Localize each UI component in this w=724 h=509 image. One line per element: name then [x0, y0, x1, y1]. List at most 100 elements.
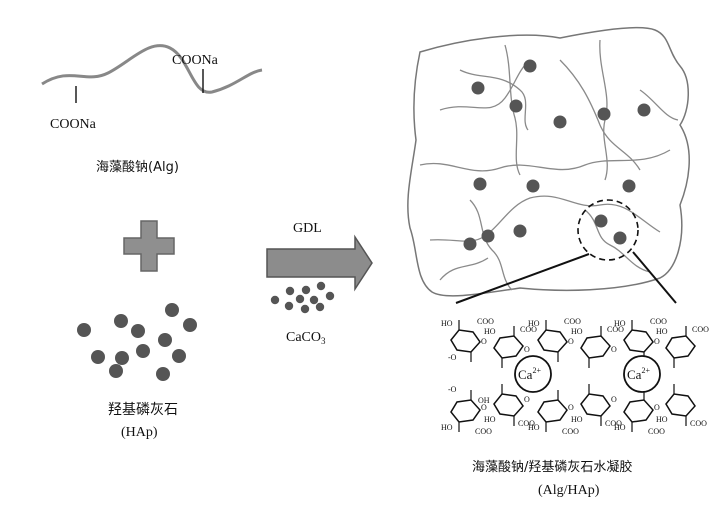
- reaction-arrow-icon: [266, 234, 373, 292]
- zoom-line-left: [455, 253, 590, 304]
- structure-label: O: [611, 395, 617, 404]
- structure-label: COO: [564, 317, 581, 326]
- gel-particle: [597, 107, 611, 121]
- structure-label: HO: [484, 327, 496, 336]
- structure-label: COO: [520, 325, 537, 334]
- structure-label: -O: [448, 353, 457, 362]
- alginate-name: 海藻酸钠(Alg): [96, 160, 179, 175]
- hap-particle: [136, 344, 150, 358]
- hap-particle: [115, 351, 129, 365]
- structure-label: COO: [650, 317, 667, 326]
- gel-particle: [637, 103, 651, 117]
- sugar-ring: [623, 399, 654, 423]
- sugar-ring: [450, 399, 481, 423]
- hap-particle: [91, 350, 105, 364]
- hap-name: 羟基磷灰石: [108, 401, 178, 418]
- polymer-strands: [419, 39, 679, 291]
- alginate-chain: COONa COONa 海藻酸钠(Alg): [41, 44, 263, 175]
- hap-particle: [165, 303, 179, 317]
- hap-particle: [156, 367, 170, 381]
- zoom-circle: [577, 199, 639, 261]
- structure-label: HO: [441, 423, 453, 432]
- hap-particles: [77, 303, 197, 381]
- structure-label: O: [481, 403, 487, 412]
- svg-text:Ca2+: Ca2+: [518, 366, 541, 382]
- calcium-ion-left: Ca2+: [514, 355, 552, 393]
- sugar-ring: [665, 335, 696, 359]
- hap-abbr: (HAp): [121, 425, 158, 440]
- sugar-ring: [450, 329, 481, 353]
- structure-label: OH: [478, 396, 490, 405]
- caco3-particle: [270, 295, 280, 305]
- sugar-ring: [665, 393, 696, 417]
- sugar-ring: [580, 393, 611, 417]
- structure-label: HO: [484, 415, 496, 424]
- structure-label: O: [481, 337, 487, 346]
- gel-particle: [481, 229, 495, 243]
- coona-label-left: COONa: [50, 117, 97, 132]
- structure-label: HO: [528, 319, 540, 328]
- structure-label: O: [524, 345, 530, 354]
- gel-outline: [407, 26, 690, 297]
- caco3-particle: [325, 291, 335, 301]
- gel-particle: [594, 214, 608, 228]
- hydrogel-abbr: (Alg/HAp): [538, 483, 600, 498]
- gel-particle: [463, 237, 477, 251]
- caco3-particle: [301, 285, 311, 295]
- caco3-particle: [316, 281, 326, 291]
- gel-particle: [553, 115, 567, 129]
- hap-particle: [183, 318, 197, 332]
- hap-particle: [109, 364, 123, 378]
- structure-label: O: [568, 403, 574, 412]
- structure-label: COO: [518, 419, 535, 428]
- structure-label: -O: [448, 385, 457, 394]
- sugar-ring: [623, 329, 654, 353]
- sugar-ring: [580, 335, 611, 359]
- gel-particle: [622, 179, 636, 193]
- structure-label: COO: [690, 419, 707, 428]
- gel-particle: [473, 177, 487, 191]
- structure-label: HO: [571, 327, 583, 336]
- caco3-particle: [300, 304, 310, 314]
- hydrogel-name: 海藻酸钠/羟基磷灰石水凝胶: [472, 459, 632, 475]
- caco3-particle: [295, 294, 305, 304]
- svg-text:Ca2+: Ca2+: [627, 366, 650, 382]
- structure-label: HO: [571, 415, 583, 424]
- watermark: 知乎 @牧说: [612, 470, 692, 488]
- structure-label: O: [654, 337, 660, 346]
- structure-label: HO: [656, 327, 668, 336]
- caco3-particle: [284, 301, 294, 311]
- structure-label: COO: [562, 427, 579, 436]
- caco3-particle: [309, 295, 319, 305]
- calcium-ion-right: Ca2+: [623, 355, 661, 393]
- hap-particle: [131, 324, 145, 338]
- reagent-gdl: GDL: [293, 221, 322, 236]
- structure-label: HO: [528, 423, 540, 432]
- structure-label: COO: [692, 325, 709, 334]
- hap-particle: [172, 349, 186, 363]
- hap-particle: [114, 314, 128, 328]
- structure-label: COO: [475, 427, 492, 436]
- structure-label: O: [524, 395, 530, 404]
- hap-particle: [77, 323, 91, 337]
- structure-label: COO: [607, 325, 624, 334]
- gel-particle: [471, 81, 485, 95]
- structure-label: COO: [605, 419, 622, 428]
- structure-label: O: [568, 337, 574, 346]
- sugar-ring: [537, 329, 568, 353]
- plus-icon: [123, 220, 175, 272]
- caco3-particles: [270, 281, 335, 314]
- structure-label: O: [654, 403, 660, 412]
- alginate-backbone: [41, 44, 263, 94]
- gel-particle: [613, 231, 627, 245]
- sugar-ring: [537, 399, 568, 423]
- sugar-ring: [493, 393, 524, 417]
- zoom-line-right: [632, 251, 677, 304]
- structure-label: O: [611, 345, 617, 354]
- gel-particle: [526, 179, 540, 193]
- gel-particle: [523, 59, 537, 73]
- gel-particle: [509, 99, 523, 113]
- structure-label: HO: [614, 423, 626, 432]
- caco3-particle: [315, 302, 325, 312]
